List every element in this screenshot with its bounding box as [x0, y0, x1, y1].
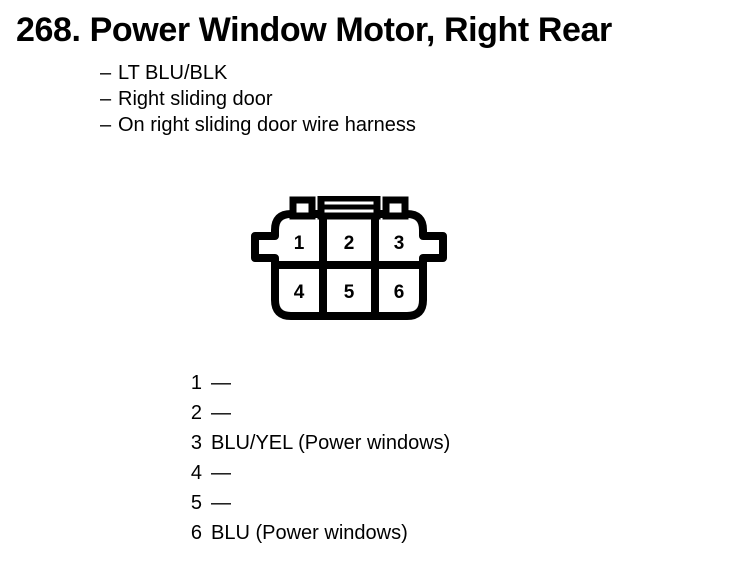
legend-pin-number: 4	[190, 462, 202, 484]
description-text: LT BLU/BLK	[118, 62, 228, 84]
tab-left-square	[289, 196, 316, 220]
legend-pin-number: 3	[190, 432, 202, 454]
legend-row: 5 —	[180, 488, 450, 518]
page-title: 268. Power Window Motor, Right Rear	[16, 11, 612, 49]
legend-row: 6 BLU (Power windows)	[180, 518, 450, 548]
pin-label-1: 1	[294, 233, 305, 254]
connector-body-outline	[251, 196, 447, 320]
legend-row: 4 —	[180, 458, 450, 488]
dash-marker: –	[100, 88, 112, 110]
legend-pin-number: 5	[190, 492, 202, 514]
description-item: –On right sliding door wire harness	[100, 112, 660, 138]
description-text: On right sliding door wire harness	[118, 114, 416, 136]
legend-row: 3 BLU/YEL (Power windows)	[180, 428, 450, 458]
pin-label-2: 2	[344, 233, 355, 254]
description-text: Right sliding door	[118, 88, 273, 110]
description-item: –LT BLU/BLK	[100, 60, 660, 86]
legend-pin-number: 2	[190, 402, 202, 424]
pin-label-4: 4	[294, 282, 305, 303]
legend-pin-value: —	[211, 462, 231, 484]
legend-pin-number: 1	[190, 372, 202, 394]
legend-pin-value: —	[211, 402, 231, 424]
pin-legend: 1 — 2 — 3 BLU/YEL (Power windows) 4 — 5 …	[180, 368, 450, 548]
connector-diagram: 1 2 3 4 5 6	[243, 196, 455, 322]
legend-pin-number: 6	[190, 522, 202, 544]
legend-pin-value: BLU/YEL (Power windows)	[211, 432, 451, 454]
tab-right-square	[382, 196, 409, 220]
pin-label-3: 3	[394, 233, 405, 254]
legend-pin-value: BLU (Power windows)	[211, 522, 408, 544]
dash-marker: –	[100, 114, 112, 136]
legend-pin-value: —	[211, 372, 231, 394]
description-item: –Right sliding door	[100, 86, 660, 112]
pin-label-6: 6	[394, 282, 405, 303]
pin-label-5: 5	[344, 282, 355, 303]
legend-row: 2 —	[180, 398, 450, 428]
legend-row: 1 —	[180, 368, 450, 398]
description-list: –LT BLU/BLK –Right sliding door –On righ…	[100, 60, 660, 138]
dash-marker: –	[100, 62, 112, 84]
legend-pin-value: —	[211, 492, 231, 514]
